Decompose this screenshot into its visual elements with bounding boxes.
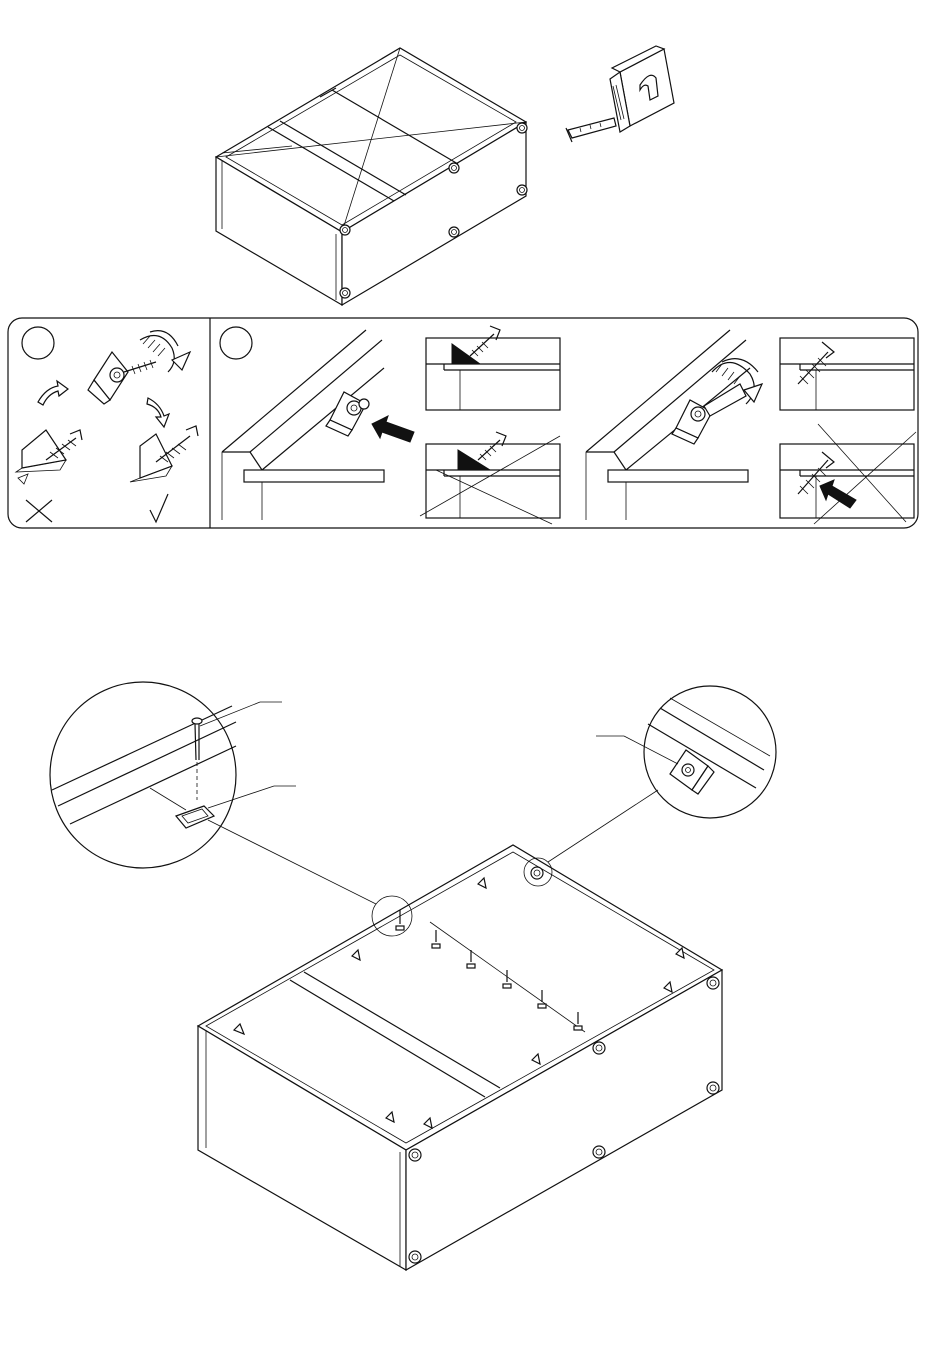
cam-lock-icon — [593, 1146, 605, 1158]
push-arrow-icon — [372, 416, 414, 442]
cam-lock-icon — [409, 1149, 421, 1161]
bracket-correct-example — [130, 426, 198, 482]
screw-icon — [124, 360, 156, 374]
cam-lock-icon — [517, 123, 527, 133]
detail-box-wrong — [420, 432, 560, 524]
cam-lock-icon — [517, 185, 527, 195]
push-arrow-icon — [820, 480, 856, 508]
cam-lock-icon — [707, 1082, 719, 1094]
bracket-detail-callout — [596, 686, 776, 818]
cam-lock-icon — [449, 227, 459, 237]
bracket-screwing-scene — [586, 330, 762, 520]
tape-measure-icon — [566, 46, 674, 142]
cam-lock-icon — [593, 1042, 605, 1054]
bottom-cabinet-back-panel — [198, 790, 722, 1270]
instruction-panel — [8, 318, 918, 528]
corner-bracket-icon — [326, 392, 369, 436]
wrong-mark-icon — [814, 424, 916, 524]
bracket-placement-scene — [222, 330, 414, 520]
wrong-mark-icon — [26, 500, 52, 522]
rotate-arrow-icon — [38, 381, 68, 405]
rotate-arrow-icon — [147, 398, 169, 427]
screwdriver-turn-icon — [704, 359, 762, 416]
screwdriver-turn-icon — [140, 331, 190, 372]
cam-lock-icon — [340, 225, 350, 235]
step-2-panel — [220, 326, 916, 524]
step-number-circle — [22, 327, 54, 359]
detail-box-screw-wrong — [780, 424, 916, 524]
nail-icon — [192, 718, 202, 800]
back-panel-clip-icon — [176, 806, 214, 828]
cam-lock-icon — [340, 288, 350, 298]
corner-bracket-icon — [670, 750, 714, 794]
corner-bracket-icon — [88, 352, 128, 404]
cam-lock-icon — [531, 867, 543, 879]
detail-box-correct — [426, 326, 560, 410]
detail-box-screw-correct — [780, 338, 914, 410]
cam-lock-icon — [409, 1251, 421, 1263]
nail-detail-callout — [50, 682, 296, 868]
bracket-wrong-example — [16, 430, 82, 484]
cam-lock-icon — [449, 163, 459, 173]
correct-mark-icon — [150, 494, 168, 522]
step-1-panel — [16, 327, 198, 522]
top-cabinet-frame — [216, 48, 527, 305]
step-number-circle — [220, 327, 252, 359]
cam-lock-icon — [707, 977, 719, 989]
